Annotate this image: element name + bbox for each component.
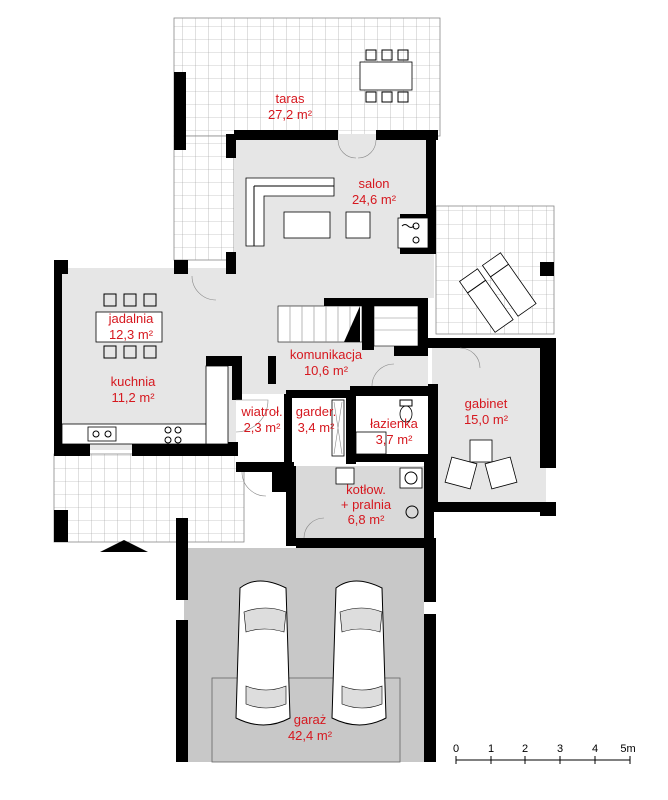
stove-icon xyxy=(397,217,429,249)
room-area: 15,0 m² xyxy=(464,412,509,427)
room-name: salon xyxy=(358,176,389,191)
scale-bar: 0 1 2 3 4 5m xyxy=(453,743,636,764)
room-name: gabinet xyxy=(465,396,508,411)
room-name: taras xyxy=(276,91,305,106)
room-area: 3,7 m² xyxy=(376,432,414,447)
scale-tick-label: 4 xyxy=(592,743,598,755)
scale-tick-label: 2 xyxy=(522,743,528,755)
scale-tick-label: 1 xyxy=(488,743,494,755)
scale-tick-label: 0 xyxy=(453,743,459,755)
car-icon xyxy=(235,580,291,726)
sink-icon xyxy=(87,426,117,442)
car-icon xyxy=(331,580,387,726)
room-area: 12,3 m² xyxy=(109,327,154,342)
room-area: 11,2 m² xyxy=(111,390,155,405)
room-name: kotłow. xyxy=(346,482,386,497)
sunlounger-icon xyxy=(458,252,537,333)
entrance-step-icon xyxy=(100,540,148,552)
furniture xyxy=(61,139,518,539)
walls xyxy=(54,72,556,762)
room-area: 42,4 m² xyxy=(288,728,333,743)
garage-area xyxy=(211,580,401,763)
room-area: 10,6 m² xyxy=(304,363,349,378)
side-terrace-area xyxy=(435,205,555,335)
stairs-icon xyxy=(277,305,419,347)
armchair-icon xyxy=(444,439,518,490)
room-area: 27,2 m² xyxy=(268,107,313,122)
terrace-table-icon xyxy=(359,49,413,103)
room-name: komunikacja xyxy=(290,347,363,362)
room-name-line2: + pralnia xyxy=(341,497,392,512)
entrance-terrace-area xyxy=(53,453,245,552)
washing-machine-icon xyxy=(335,467,423,519)
dining-table-icon xyxy=(95,293,163,359)
room-area: 2,3 m² xyxy=(244,420,282,435)
scale-tick-label: 3 xyxy=(557,743,563,755)
room-name: garaż xyxy=(294,712,327,727)
sofa-icon xyxy=(245,177,371,247)
room-name: łazienka xyxy=(370,416,418,431)
cooktop-icon xyxy=(164,426,182,444)
room-labels: taras 27,2 m² salon 24,6 m² jadalnia 12,… xyxy=(108,91,509,743)
room-area: 3,4 m² xyxy=(298,420,336,435)
toilet-icon xyxy=(399,399,413,423)
scale-tick-label: 5m xyxy=(620,743,635,755)
room-name: garder. xyxy=(296,404,336,419)
room-area: 6,8 m² xyxy=(348,512,386,527)
room-name: wiatroł. xyxy=(240,404,282,419)
room-name: jadalnia xyxy=(108,311,155,326)
terrace-area xyxy=(173,17,441,261)
room-area: 24,6 m² xyxy=(352,192,397,207)
room-name: kuchnia xyxy=(111,374,157,389)
